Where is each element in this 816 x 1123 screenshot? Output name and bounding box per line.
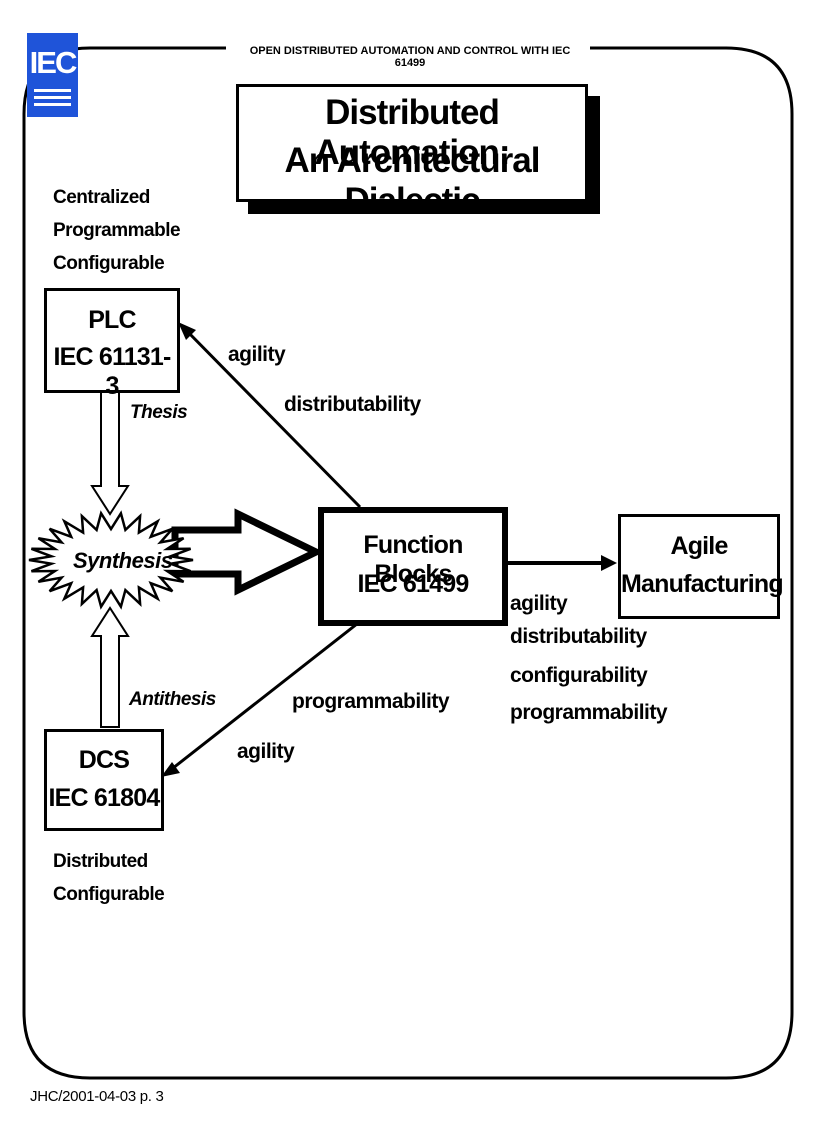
antithesis-label: Antithesis: [129, 689, 216, 710]
synthesis-starburst: [28, 510, 194, 610]
plc-name: PLC: [88, 306, 136, 334]
arrow-to-plc-head: [178, 322, 196, 340]
dcs-box: DCS IEC 61804: [44, 729, 164, 831]
dcs-edge-label: programmability: [292, 690, 450, 713]
agile-edge-label: configurability: [510, 664, 648, 687]
antithesis-hollow-arrow: [90, 606, 130, 728]
dcs-standard: IEC 61804: [48, 784, 161, 812]
plc-attribute: Configurable: [53, 253, 165, 274]
dcs-edge-label: agility: [237, 740, 295, 763]
plc-edge-label: agility: [228, 343, 286, 366]
plc-attribute: Centralized: [53, 187, 150, 208]
agile-edge-label: programmability: [510, 701, 668, 724]
function-blocks-standard: IEC 61499: [357, 570, 470, 598]
plc-box: PLC IEC 61131-3: [44, 288, 180, 400]
logo-stripe: [34, 103, 71, 106]
dcs-name: DCS: [78, 746, 130, 774]
logo-stripe: [34, 96, 71, 99]
iec-logo: IEC: [27, 33, 78, 117]
agile-line-2: Manufacturing: [621, 570, 784, 598]
logo-stripe: [34, 89, 71, 92]
title-line-1: Distributed Automation:: [314, 93, 510, 172]
dcs-attribute: Distributed: [53, 851, 148, 872]
function-blocks-box: Function Blocks IEC 61499: [318, 507, 508, 626]
agile-edge-label: agility: [510, 592, 568, 615]
header-title: OPEN DISTRIBUTED AUTOMATION AND CONTROL …: [249, 45, 571, 69]
function-blocks-name: Function Blocks: [363, 531, 463, 588]
arrow-to-agile-head: [601, 555, 617, 571]
synthesis-to-function-blocks-arrow: [171, 508, 324, 596]
thesis-label: Thesis: [130, 402, 188, 423]
iec-logo-text: IEC: [29, 45, 78, 80]
plc-attribute: Programmable: [53, 220, 181, 241]
title-line-2: An Architectural Dialectic: [284, 141, 541, 220]
plc-standard: IEC 61131-3: [53, 343, 171, 400]
agile-edge-label: distributability: [510, 625, 647, 648]
thesis-hollow-arrow: [90, 391, 130, 516]
agile-manufacturing-box: Agile Manufacturing: [618, 514, 784, 619]
footer-text: JHC/2001-04-03 p. 3: [30, 1088, 164, 1105]
arrow-to-plc: [181, 325, 362, 509]
title-box: Distributed Automation: An Architectural…: [236, 84, 588, 220]
agile-line-1: Agile: [670, 532, 728, 560]
arrow-to-dcs: [167, 618, 363, 774]
synthesis-label: Synthesis: [73, 548, 173, 573]
dcs-attribute: Configurable: [53, 884, 165, 905]
arrow-to-dcs-head: [161, 762, 180, 777]
plc-edge-label: distributability: [284, 393, 421, 416]
